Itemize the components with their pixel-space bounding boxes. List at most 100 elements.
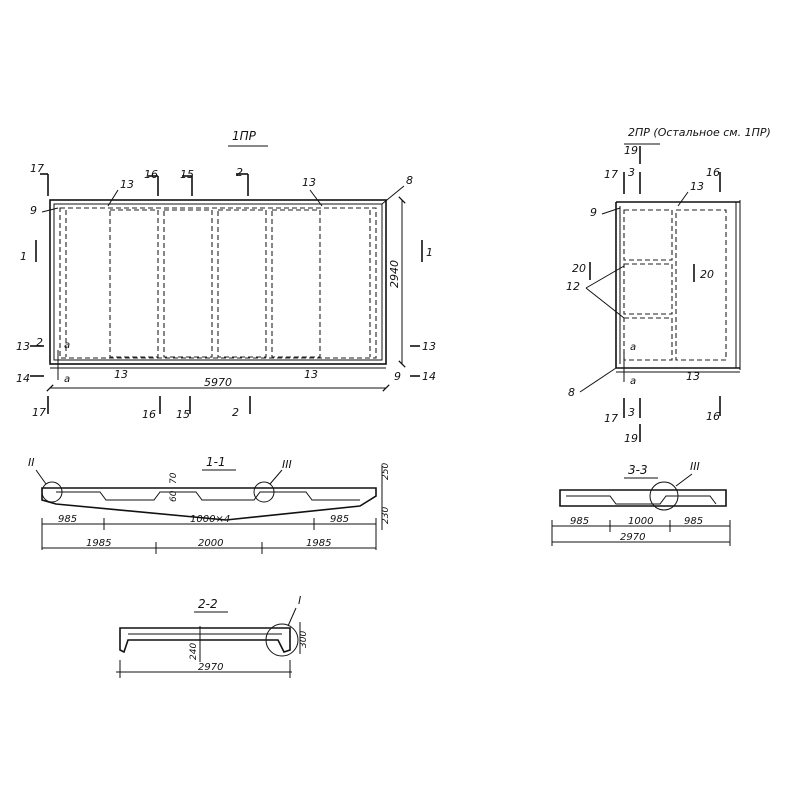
dim-1985-right: 1985 — [306, 538, 331, 549]
marker-13-right: 13 — [422, 340, 436, 353]
dim-985-left: 985 — [58, 514, 77, 525]
leader-13-top-right — [309, 189, 323, 207]
plan-2-panels — [623, 209, 727, 361]
marker-13-top-right: 13 — [302, 176, 316, 189]
marker-2-bottom: 2 — [232, 406, 239, 419]
marker-16-bottom: 16 — [706, 410, 720, 423]
section-2-title: 2-2 — [198, 597, 218, 611]
dim-2970: 2970 — [620, 532, 645, 543]
detail-III-label: III — [690, 460, 700, 473]
dim-60-label: 60 — [169, 490, 179, 502]
leader-9-left — [41, 207, 59, 213]
dim-1985-left: 1985 — [86, 538, 111, 549]
marker-13-left: 13 — [16, 340, 30, 353]
plan-2-panel — [623, 209, 673, 261]
marker-2-top: 2 — [236, 166, 243, 179]
leader-12-a — [585, 265, 625, 289]
marker-16-top: 16 — [144, 168, 158, 181]
plan-1-panel — [217, 209, 267, 358]
marker-1-left: 1 — [20, 250, 27, 263]
plan-1-panels — [65, 209, 371, 358]
leader-8-top — [381, 185, 405, 205]
detail-II-label: II — [28, 456, 35, 469]
marker-13-bottom-right: 13 — [304, 368, 318, 381]
plan-1-panel — [271, 209, 321, 358]
marker-14-left: 14 — [16, 372, 30, 385]
leader-8 — [579, 367, 617, 393]
marker-13-top: 13 — [690, 180, 704, 193]
marker-15-bottom: 15 — [176, 408, 190, 421]
plan-1-length-label: 5970 — [204, 376, 232, 389]
detail-II-circle — [41, 481, 63, 503]
dim-230-label: 230 — [381, 507, 391, 524]
section-1-profile — [41, 487, 377, 521]
dim-985-right: 985 — [684, 516, 703, 527]
dim-1000: 1000 — [628, 516, 653, 527]
marker-16-bottom: 16 — [142, 408, 156, 421]
marker-9-left: 9 — [30, 204, 37, 217]
dim-250-label: 250 — [381, 463, 391, 480]
dim-2970: 2970 — [198, 662, 223, 673]
dim-1000x4: 1000×4 — [190, 514, 230, 525]
marker-14-right: 14 — [422, 370, 436, 383]
plan-1-inner-outline — [53, 203, 383, 361]
marker-a-lower: а — [630, 376, 636, 387]
detail-I-label: I — [298, 594, 301, 607]
dim-985-left: 985 — [570, 516, 589, 527]
section-1-ribs — [56, 491, 360, 501]
detail-III-circle — [649, 481, 679, 511]
plan-1-width-label: 2940 — [388, 260, 401, 288]
leader-13-top — [677, 191, 689, 207]
marker-20-left: 20 — [572, 262, 586, 275]
section-3-ribs — [566, 495, 717, 505]
marker-3-bottom: 3 — [628, 406, 635, 419]
marker-17-top: 17 — [30, 162, 44, 175]
marker-19-bottom: 19 — [624, 432, 638, 445]
marker-a-upper: а — [64, 340, 70, 351]
plan-2-panel — [623, 317, 673, 361]
section-3-title: 3-3 — [628, 463, 648, 477]
detail-III-circle — [253, 481, 275, 503]
marker-20-right: 20 — [700, 268, 714, 281]
leader-9 — [601, 207, 621, 215]
dim-2000: 2000 — [198, 538, 223, 549]
leader-13-top-left — [107, 189, 119, 207]
section-1-1: 1-1 II III 70 60 250 230 985 1000×4 985 … — [28, 455, 391, 554]
marker-8: 8 — [568, 386, 575, 399]
leader-12-b — [585, 287, 625, 319]
marker-9: 9 — [590, 206, 597, 219]
plan-2-panel — [675, 209, 727, 361]
marker-3-top: 3 — [628, 166, 635, 179]
marker-13-bottom-left: 13 — [114, 368, 128, 381]
dim-985-right: 985 — [330, 514, 349, 525]
marker-a-lower: а — [64, 374, 70, 385]
detail-III-leader — [675, 473, 693, 487]
dim-300-label: 300 — [299, 631, 309, 648]
marker-15-top: 15 — [180, 168, 194, 181]
plan-1-outline — [49, 199, 387, 365]
plan-1-section-marks: 17 13 16 15 2 13 8 9 1 1 1 — [16, 162, 436, 421]
detail-I-circle — [265, 623, 299, 657]
marker-17-bottom: 17 — [32, 406, 46, 419]
marker-17-top: 17 — [604, 168, 618, 181]
marker-1-right: 1 — [426, 246, 433, 259]
detail-II-leader — [35, 469, 47, 485]
plan-1-title: 1ПР — [232, 129, 257, 143]
marker-12: 12 — [566, 280, 580, 293]
section-1-title: 1-1 — [206, 455, 226, 469]
section-3-profile — [559, 489, 727, 507]
plan-1-panel — [163, 209, 213, 358]
plan-1pr: 1ПР 17 13 16 15 — [16, 129, 436, 421]
plan-2pr: 2ПР (Остальное см. 1ПР) 19 17 3 13 16 9 … — [566, 126, 771, 445]
marker-13-bottom: 13 — [686, 370, 700, 383]
marker-19-top: 19 — [624, 144, 638, 157]
detail-I-leader — [287, 607, 297, 627]
plan-2-panel — [623, 263, 673, 315]
plan-2-title: 2ПР (Остальное см. 1ПР) — [628, 126, 771, 139]
detail-III-label: III — [282, 458, 292, 471]
marker-a-upper: а — [630, 342, 636, 353]
plan-1-panel — [109, 209, 159, 358]
detail-III-leader — [269, 469, 283, 485]
marker-2-left: 2 — [36, 336, 43, 349]
